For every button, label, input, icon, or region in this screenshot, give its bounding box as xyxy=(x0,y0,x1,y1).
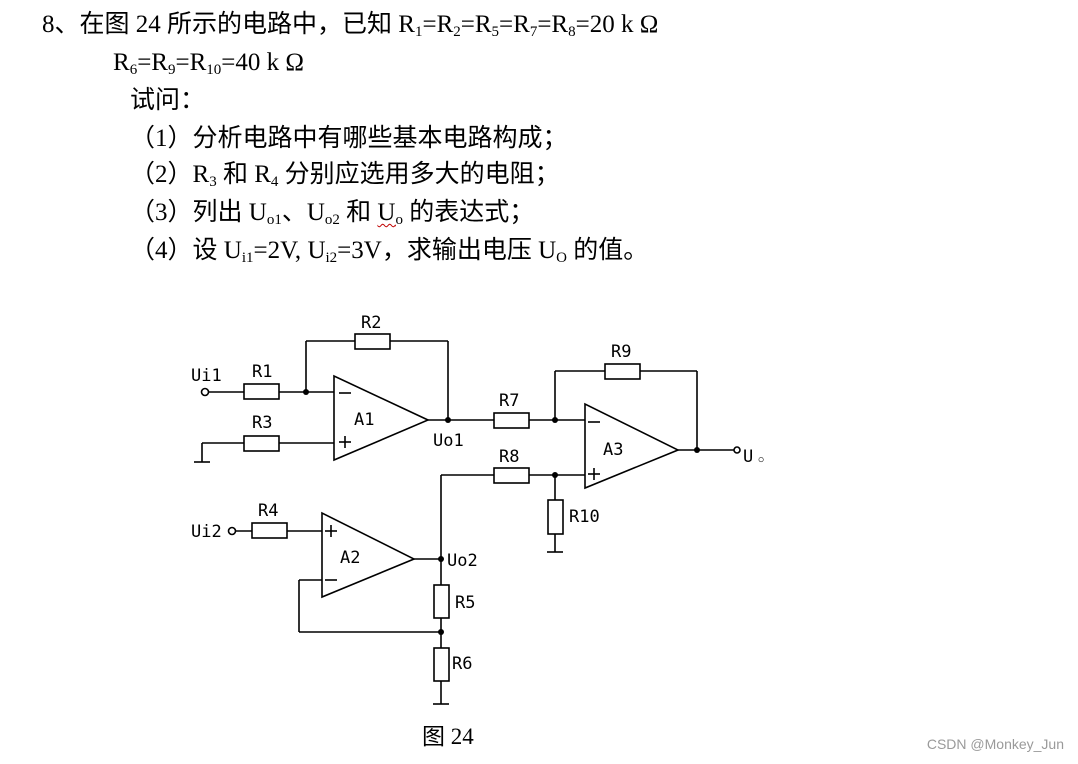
resistor-r3 xyxy=(243,435,280,452)
resistor-r2 xyxy=(354,333,391,350)
resistor-r10 xyxy=(547,499,564,535)
watermark: CSDN @Monkey_Jun xyxy=(926,736,1064,752)
ask-label: 试问： xyxy=(130,87,206,114)
node-uo1 xyxy=(445,417,451,423)
svg-text:◦: ◦ xyxy=(756,451,766,471)
question-4: （4）设 Ui1=2V, Ui2=3V，求输出电压 UO 的值。 xyxy=(130,237,649,266)
label-uo2: Uo2 xyxy=(447,551,478,571)
label-r7: R7 xyxy=(499,391,519,411)
label-a3: A3 xyxy=(603,440,623,460)
resistor-r9 xyxy=(604,363,641,380)
opamp-a1 xyxy=(333,374,430,462)
label-r9: R9 xyxy=(611,342,631,362)
uo-spellcheck-underline: Uo xyxy=(377,199,403,228)
resistor-r1 xyxy=(243,383,280,400)
resistor-r4 xyxy=(251,522,288,539)
question-2: （2）R3 和 R4 分别应选用多大的电阻； xyxy=(130,161,560,190)
label-r2: R2 xyxy=(361,313,381,333)
ui1-terminal xyxy=(200,387,210,397)
problem-number: 8、 xyxy=(42,11,80,38)
uo-terminal xyxy=(733,446,741,454)
label-r1: R1 xyxy=(252,362,272,382)
label-uo: U xyxy=(743,447,753,467)
resistor-r7 xyxy=(493,412,530,429)
label-r5: R5 xyxy=(455,593,475,613)
label-r10: R10 xyxy=(569,507,600,527)
question-1: （1）分析电路中有哪些基本电路构成； xyxy=(130,125,568,152)
problem-line-2: R6=R9=R10=40 k Ω xyxy=(113,49,304,78)
label-a2: A2 xyxy=(340,548,360,568)
resistor-r6 xyxy=(433,647,450,682)
label-r4: R4 xyxy=(258,501,278,521)
label-a1: A1 xyxy=(354,410,374,430)
node-uo xyxy=(694,447,700,453)
ui2-terminal xyxy=(227,526,237,536)
resistor-r5 xyxy=(433,584,450,619)
label-uo1: Uo1 xyxy=(433,431,464,451)
question-3: （3）列出 Uo1、Uo2 和 Uo 的表达式； xyxy=(130,199,535,228)
label-r8: R8 xyxy=(499,447,519,467)
problem-line-1: 8、在图 24 所示的电路中，已知 R1=R2=R5=R7=R8=20 k Ω xyxy=(42,11,659,40)
label-r6: R6 xyxy=(452,654,472,674)
figure-caption: 图 24 xyxy=(422,724,474,749)
opamp-a2 xyxy=(321,511,416,599)
label-ui2: Ui2 xyxy=(191,522,222,542)
resistor-r8 xyxy=(493,467,530,484)
opamp-a3 xyxy=(584,402,680,490)
label-r3: R3 xyxy=(252,413,272,433)
label-ui1: Ui1 xyxy=(191,366,222,386)
